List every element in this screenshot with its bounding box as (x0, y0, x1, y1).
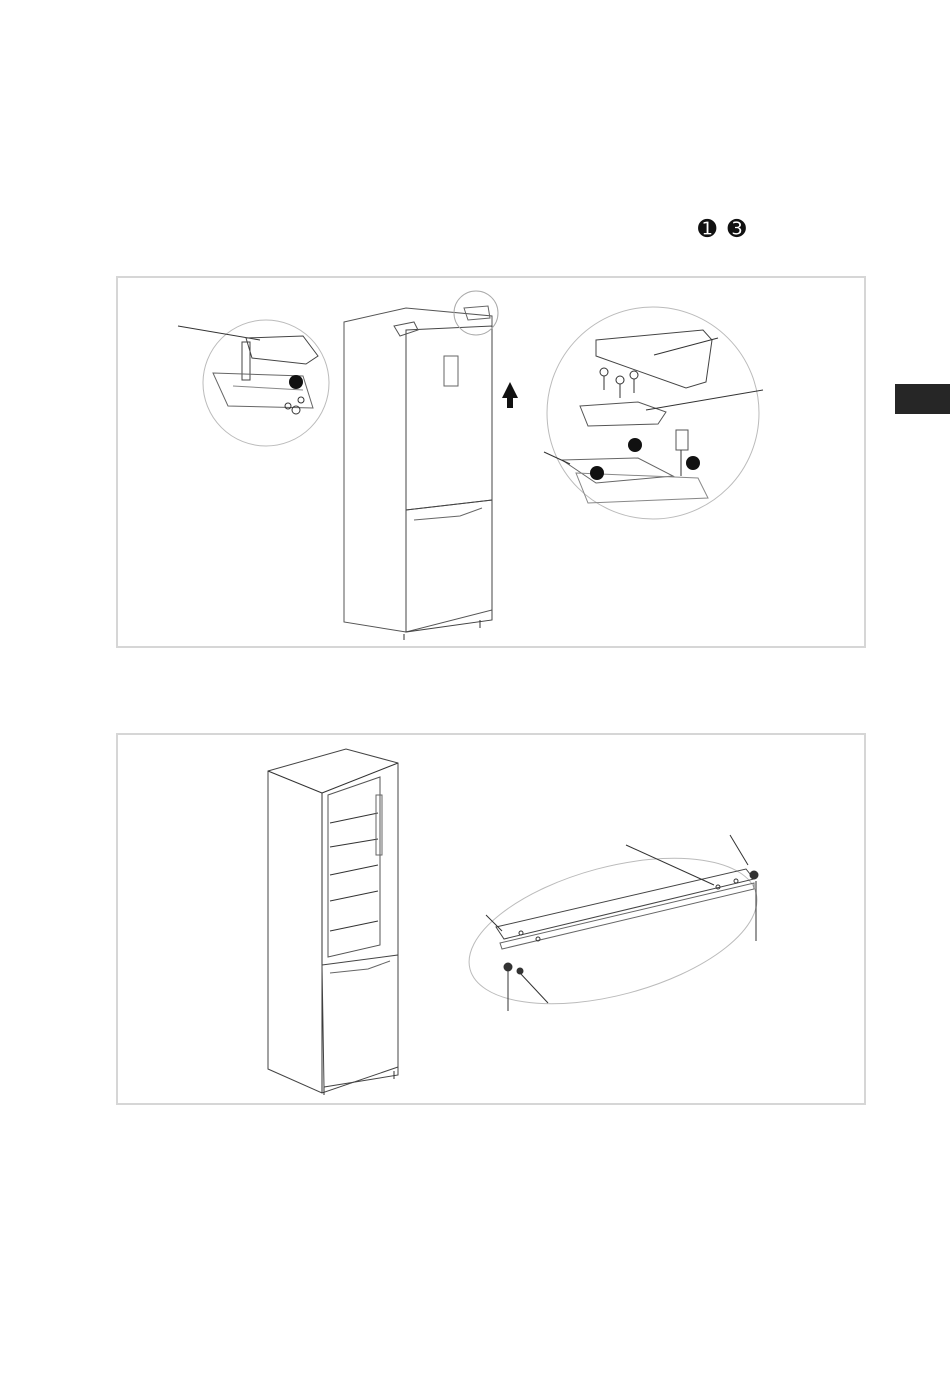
figure-door-bracket (116, 733, 866, 1105)
fridge-open-view (268, 749, 398, 1095)
callout-dot (628, 438, 642, 452)
fridge-front-view (344, 291, 498, 640)
step-mark-1: ➊ (698, 219, 718, 241)
figure-hinge-removal (116, 276, 866, 648)
section-side-tab (895, 384, 950, 414)
left-detail-view (178, 320, 329, 446)
callout-dot (289, 375, 303, 389)
callout-dot (686, 456, 700, 470)
figure-hinge-removal-drawing (118, 278, 864, 646)
step-reference-marks: ➊ ➌ (698, 219, 748, 241)
figure-door-bracket-drawing (118, 735, 864, 1103)
up-arrow-icon (502, 382, 518, 408)
callout-dot (590, 466, 604, 480)
bracket-detail-view (453, 831, 772, 1031)
step-mark-3: ➌ (727, 219, 747, 241)
right-detail-view (544, 307, 763, 519)
